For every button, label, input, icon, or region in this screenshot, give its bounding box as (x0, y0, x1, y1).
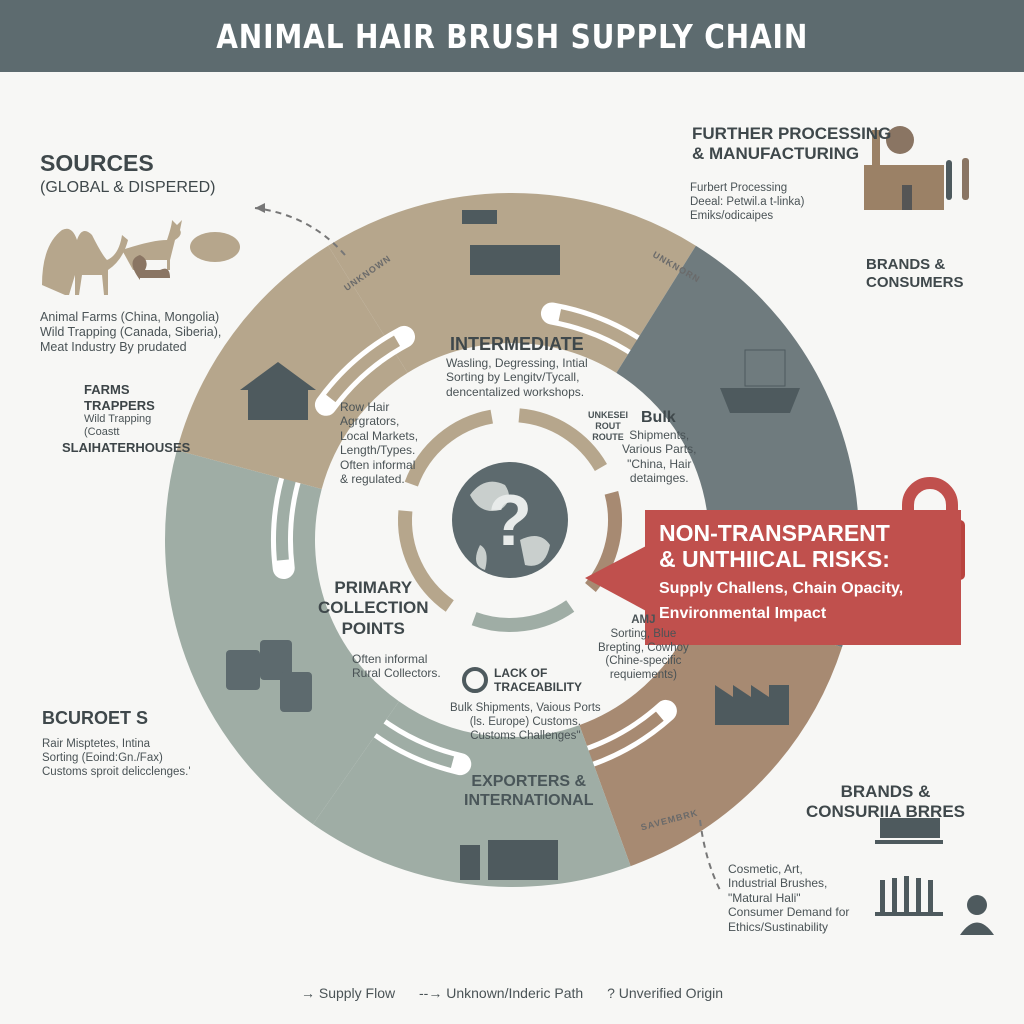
factory-dark-icon (715, 685, 789, 725)
squirrel-icon (132, 255, 170, 280)
brands-bottom-description: Cosmetic, Art,Industrial Brushes,"Matura… (728, 862, 850, 934)
segment-manufacturing (577, 599, 843, 867)
inner-flow-arrow (404, 409, 494, 487)
pig-icon (190, 232, 240, 262)
dashed-arrow (254, 207, 346, 256)
header-bar: ANIMAL HAIR BRUSH SUPPLY CHAIN (0, 0, 1024, 72)
brands-bottom-heading: BRANDS &CONSURIIA BRRES (806, 782, 965, 822)
sources-description: Animal Farms (China, Mongolia)Wild Trapp… (40, 310, 222, 354)
brush-icon (962, 158, 969, 200)
page-title: ANIMAL HAIR BRUSH SUPPLY CHAIN (216, 16, 808, 56)
inner-flow-arrow (471, 600, 575, 632)
barrels-icon (226, 640, 312, 712)
goat-icon (122, 220, 182, 270)
segment-exporters (312, 700, 631, 887)
sources-list: FARMS TRAPPERS Wild Trapping (Coastt SLA… (62, 382, 191, 455)
further-processing-heading: FURTHER PROCESSING& MANUFACTURING (692, 124, 892, 164)
animal-icons (42, 220, 240, 295)
brush-icon (946, 160, 952, 200)
traceability-description: Bulk Shipments, Vaious Ports(ls. Europe)… (450, 702, 601, 742)
camel-icon (42, 228, 128, 295)
sources-heading: SOURCES (40, 150, 154, 176)
dashed-arrow (699, 819, 721, 891)
flow-arrow (326, 335, 401, 403)
question-mark: ? (488, 481, 532, 561)
legend-unknown-path: --→ Unknown/Inderic Path (419, 985, 584, 1001)
legend-supply-flow: → Supply Flow (300, 985, 396, 1001)
legend-unverified-origin: ? Unverified Origin (607, 985, 724, 1001)
cargo-ship-icon (720, 349, 800, 413)
inner-flow-arrow (584, 491, 622, 592)
exporters-heading: EXPORTERS &INTERNATIONAL (464, 773, 594, 810)
globe-icon: ? (452, 462, 568, 578)
intermediate-heading: INTERMEDIATE (450, 334, 584, 354)
sources-subheading: (GLOBAL & DISPERED) (40, 179, 216, 196)
warehouse-icon (240, 362, 316, 420)
brushes-shelf-icon (875, 818, 994, 935)
hands-icon (462, 210, 560, 275)
brokers-heading: BCUROET S (42, 708, 149, 728)
inner-flow-arrow (518, 408, 607, 472)
risk-callout: NON-TRANSPARENT& UNTHIICAL RISKS: Supply… (645, 510, 961, 645)
bulk-heading: Bulk (641, 409, 676, 426)
legend: → Supply Flow --→ Unknown/Inderic Path ?… (0, 985, 1024, 1001)
magnifier-icon (462, 667, 488, 694)
export-goods-icon (460, 840, 558, 880)
brands-consumers-heading: BRANDS &CONSUMERS (866, 256, 964, 291)
segment-brokers (165, 450, 401, 825)
inner-flow-arrow (398, 510, 454, 612)
factory-icon (864, 126, 944, 210)
